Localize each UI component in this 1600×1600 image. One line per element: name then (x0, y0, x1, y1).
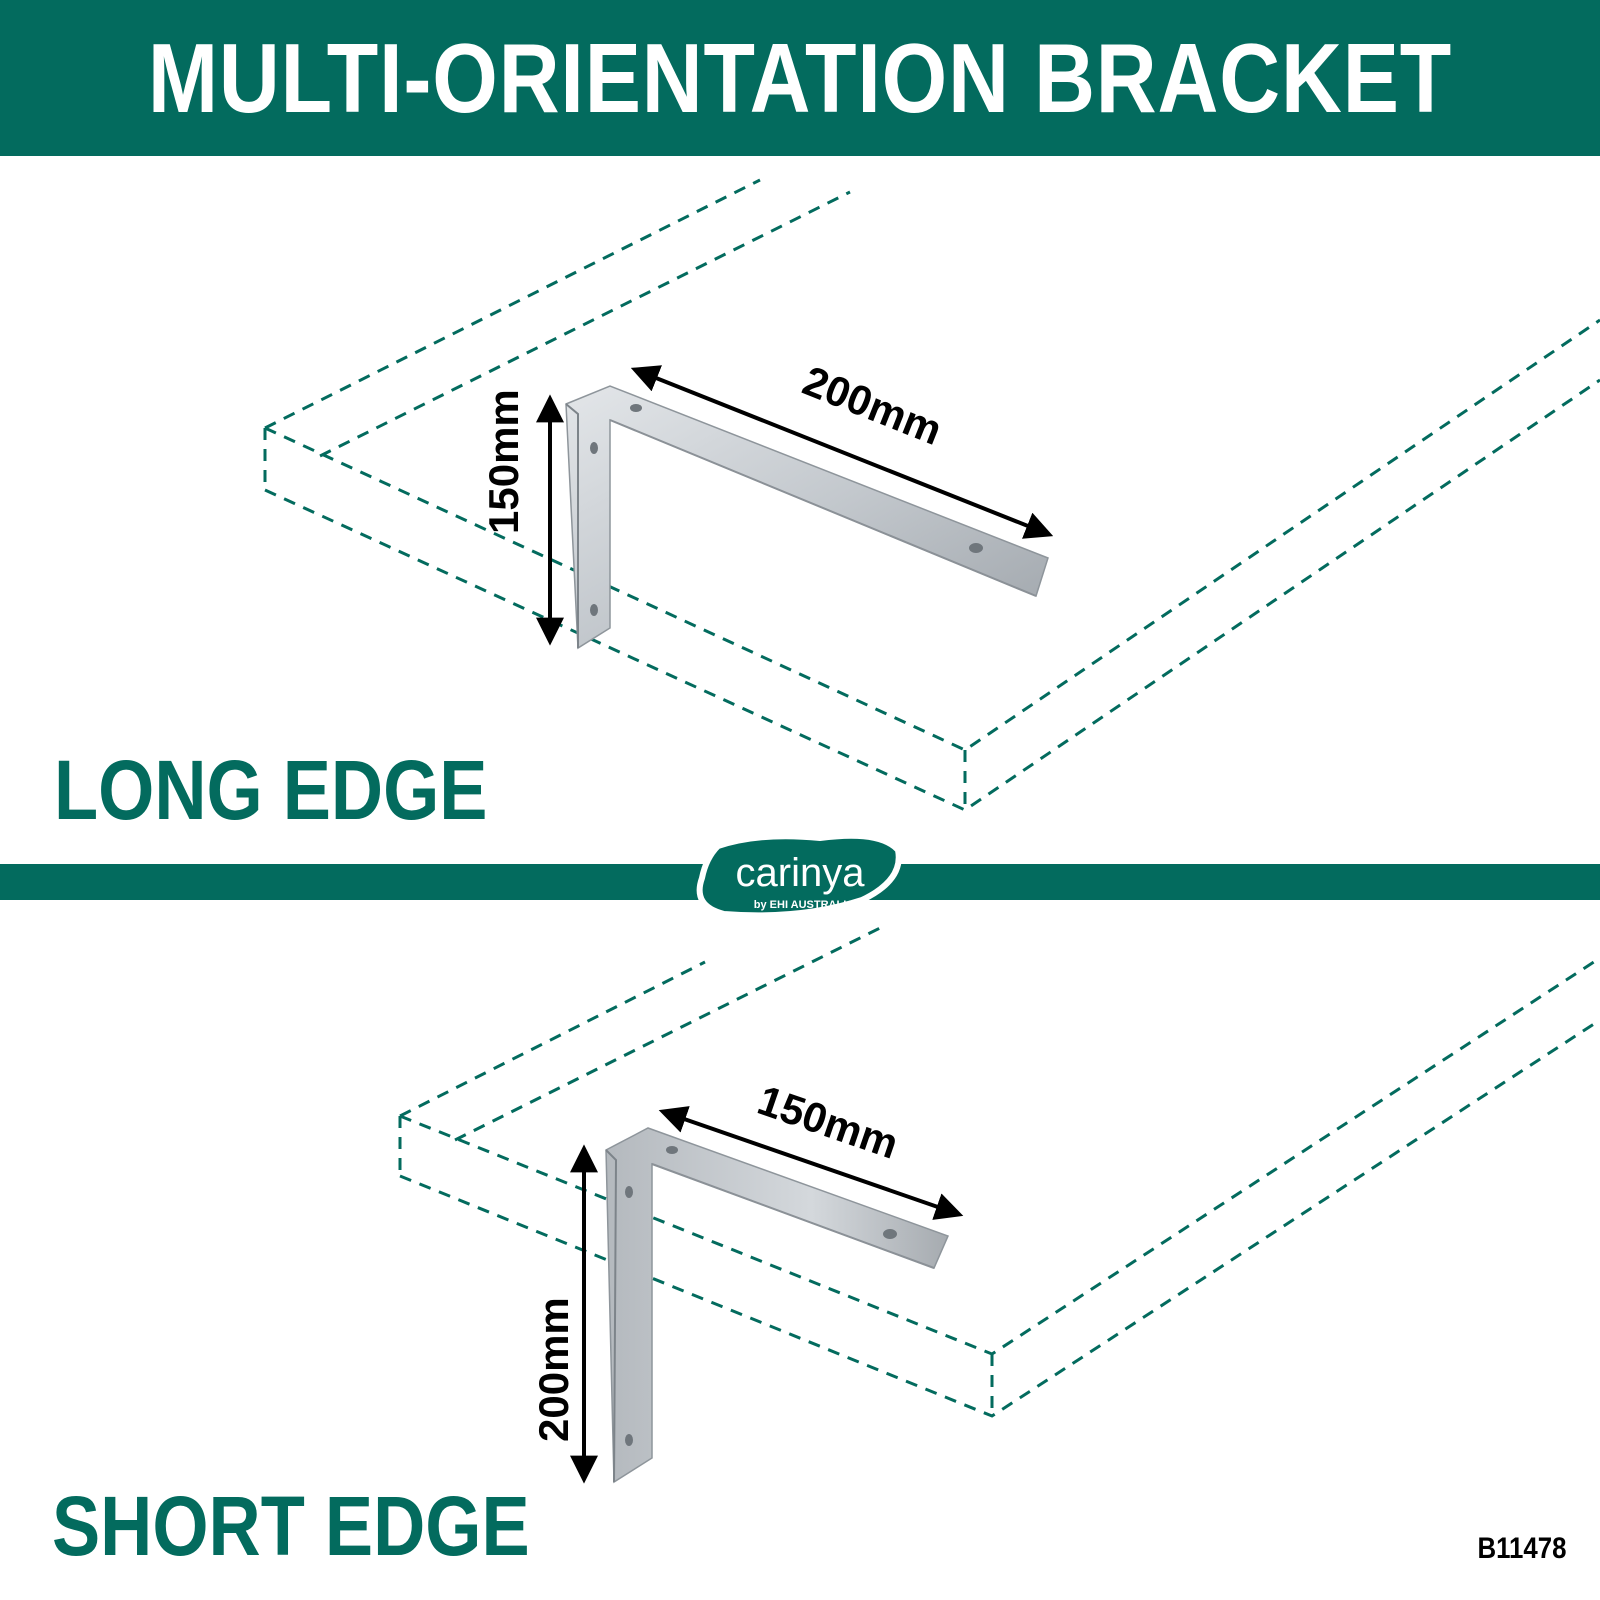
short-edge-horizontal-arrow (658, 1106, 964, 1220)
long-edge-label: LONG EDGE (54, 743, 488, 837)
short-edge-dimensions: 150mm 200mm (530, 1076, 964, 1484)
short-edge-vertical-label: 200mm (530, 1297, 577, 1442)
header-bar (0, 0, 1600, 156)
long-edge-bracket (565, 385, 1049, 650)
long-edge-vertical-label: 150mm (480, 389, 527, 534)
carinya-logo: carinya by EHI AUSTRALIA (696, 832, 902, 919)
long-edge-horizontal-arrow (630, 365, 1054, 539)
page-title: MULTI-ORIENTATION BRACKET (147, 22, 1453, 133)
short-edge-horizontal-label: 150mm (752, 1076, 904, 1168)
long-edge-shelf-outline (263, 178, 1600, 812)
long-edge-dimensions: 200mm 150mm (480, 357, 1054, 646)
short-edge-label: SHORT EDGE (52, 1479, 530, 1573)
short-edge-shelf-outline (398, 926, 1600, 1418)
logo-tagline: by EHI AUSTRALIA (754, 899, 854, 911)
logo-name: carinya (736, 851, 866, 895)
product-code: B11478 (1477, 1532, 1566, 1565)
short-edge-bracket (605, 1127, 950, 1484)
long-edge-horizontal-label: 200mm (797, 357, 949, 454)
